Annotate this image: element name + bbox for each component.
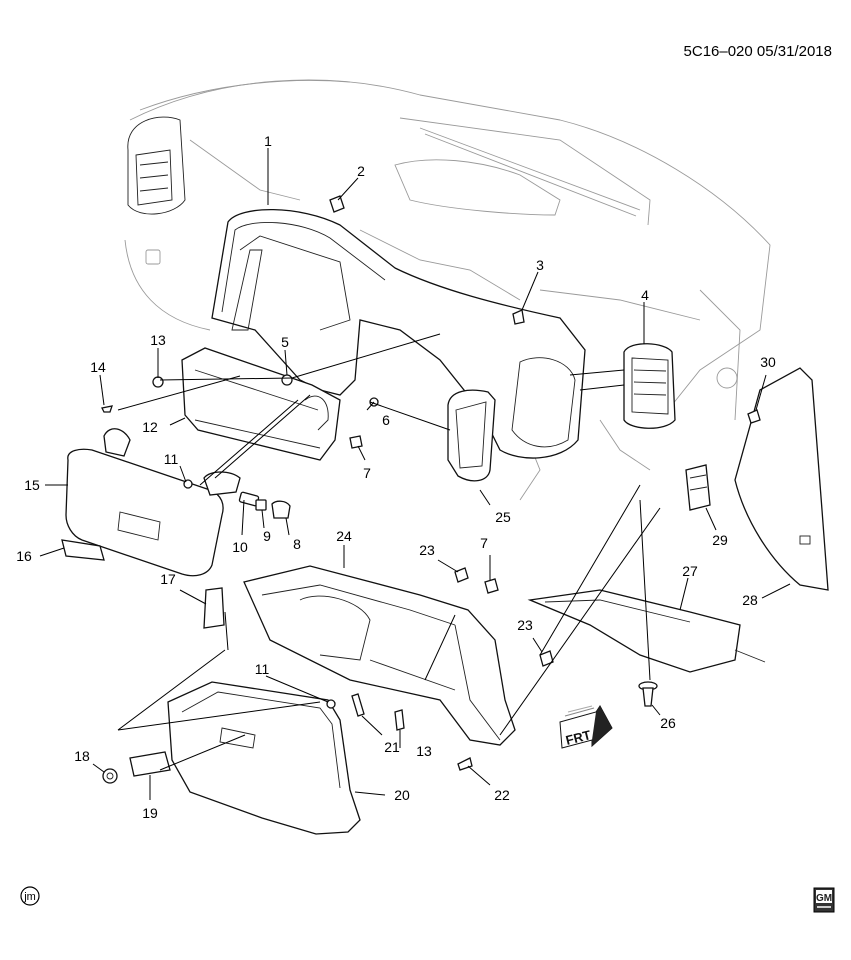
callout-17: 17 <box>160 571 176 587</box>
callout-11a: 11 <box>164 451 179 467</box>
part-27-lower-panel <box>527 589 766 673</box>
part-28-side-trim-panel <box>734 367 829 591</box>
gm-logo-icon: GM <box>813 887 835 913</box>
callout-8: 8 <box>293 536 301 552</box>
callout-3: 3 <box>536 257 544 273</box>
callout-12: 12 <box>142 419 158 435</box>
part-24-glove-box-housing <box>243 565 516 746</box>
part-15-glove-box-door <box>65 428 224 577</box>
callout-10: 10 <box>232 539 248 555</box>
callout-22: 22 <box>494 787 510 803</box>
callout-20: 20 <box>394 787 410 803</box>
front-arrow-text: FRT <box>564 727 592 748</box>
callout-24: 24 <box>336 528 352 544</box>
callout-26: 26 <box>660 715 676 731</box>
callout-4: 4 <box>641 287 649 303</box>
part-25-bezel <box>447 389 496 482</box>
callout-11b: 11 <box>255 661 270 677</box>
parts-8-9-10-damper-set <box>203 471 291 519</box>
callout-7a: 7 <box>363 465 371 481</box>
part-16-latch-handle <box>61 539 105 561</box>
callout-23b: 23 <box>517 617 533 633</box>
callout-1: 1 <box>264 133 272 149</box>
part-18-nut <box>102 768 118 784</box>
callout-5: 5 <box>281 334 289 350</box>
callout-23a: 23 <box>419 542 435 558</box>
assembly-lines <box>117 333 661 771</box>
callout-19: 19 <box>142 805 158 821</box>
gm-logo-text: GM <box>816 893 832 904</box>
callout-6: 6 <box>382 412 390 428</box>
callout-18: 18 <box>74 748 90 764</box>
callout-13a: 13 <box>150 332 166 348</box>
callout-13b: 13 <box>416 743 432 759</box>
callout-29: 29 <box>712 532 728 548</box>
callout-21: 21 <box>384 739 400 755</box>
diagram-code: 5C16–020 05/31/2018 <box>684 43 832 60</box>
callout-labels: 1 2 3 4 5 6 7 7 8 9 10 11 11 12 13 13 14… <box>16 133 776 821</box>
callout-14: 14 <box>90 359 106 375</box>
left-side-air-vent <box>127 116 186 215</box>
callout-15: 15 <box>24 477 40 493</box>
callout-28: 28 <box>742 592 758 608</box>
part-30-clip <box>747 409 761 424</box>
callout-27: 27 <box>682 563 698 579</box>
callout-9: 9 <box>263 528 271 544</box>
part-17-hinge-plate <box>203 587 225 629</box>
part-29-module <box>685 464 711 511</box>
callout-2: 2 <box>357 163 365 179</box>
part-20-glove-box-bin <box>167 681 361 835</box>
jm-logo-icon: jm <box>20 886 40 906</box>
part-12-bracket <box>181 347 341 461</box>
callout-25: 25 <box>495 509 511 525</box>
part-19-striker <box>129 751 171 777</box>
part-26-push-pin <box>638 681 658 707</box>
callout-7b: 7 <box>480 535 488 551</box>
jm-logo-text: jm <box>23 891 36 903</box>
front-direction-arrow-icon: FRT <box>559 705 613 749</box>
part-4-air-vent-module <box>623 343 676 429</box>
callout-30: 30 <box>760 354 776 370</box>
callout-16: 16 <box>16 548 32 564</box>
callout-leaders <box>39 148 791 800</box>
fasteners <box>101 195 554 771</box>
